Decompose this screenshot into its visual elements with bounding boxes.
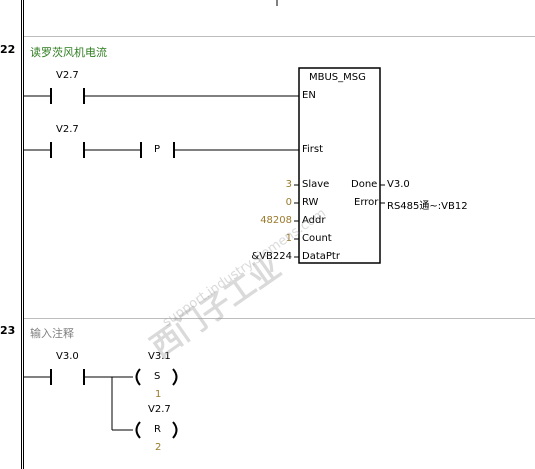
contact-v30[interactable] (24, 369, 85, 385)
count-value[interactable]: 1 (285, 233, 292, 244)
pin-slave: Slave (302, 179, 330, 190)
positive-edge-label: P (154, 144, 161, 155)
coil-address: V3.1 (148, 351, 171, 362)
coil-type-set: S (154, 371, 161, 382)
pin-error: Error (354, 197, 379, 208)
contact-address: V2.7 (56, 124, 79, 135)
coil-count: 2 (155, 442, 162, 453)
error-value[interactable]: RS485通~:VB12 (387, 201, 468, 212)
dataptr-value[interactable]: &VB224 (251, 251, 292, 262)
contact-address: V3.0 (56, 351, 79, 362)
pin-dataptr: DataPtr (302, 251, 340, 262)
network-number-23[interactable]: 23 (0, 324, 16, 337)
pin-count: Count (302, 233, 332, 244)
contact-v27-a[interactable] (24, 88, 85, 104)
network-number-22[interactable]: 22 (0, 43, 16, 56)
coil-address: V2.7 (148, 404, 171, 415)
block-name: MBUS_MSG (309, 72, 366, 83)
contact-address: V2.7 (56, 70, 79, 81)
rw-value[interactable]: 0 (285, 197, 292, 208)
set-coil[interactable] (135, 368, 178, 386)
network-separator (24, 318, 535, 319)
pin-en: EN (302, 90, 316, 101)
power-rail (21, 0, 22, 469)
power-rail-inner (23, 0, 24, 469)
positive-edge-contact[interactable] (140, 142, 175, 158)
slave-value[interactable]: 3 (285, 179, 292, 190)
network-22-comment[interactable]: 读罗茨风机电流 (30, 46, 107, 59)
pin-rw: RW (302, 197, 319, 208)
contact-v27-b[interactable] (24, 142, 85, 158)
pin-first: First (302, 144, 324, 155)
network-gutter (0, 0, 22, 469)
done-value[interactable]: V3.0 (387, 179, 410, 190)
pin-done: Done (351, 179, 378, 190)
network-23-comment[interactable]: 输入注释 (30, 327, 74, 340)
coil-count: 1 (155, 389, 162, 400)
network-separator (24, 36, 535, 37)
pin-addr: Addr (302, 215, 326, 226)
reset-coil[interactable] (135, 421, 178, 439)
mbus-msg-block[interactable] (298, 67, 381, 264)
coil-type-reset: R (154, 424, 161, 435)
addr-value[interactable]: 48208 (260, 215, 292, 226)
